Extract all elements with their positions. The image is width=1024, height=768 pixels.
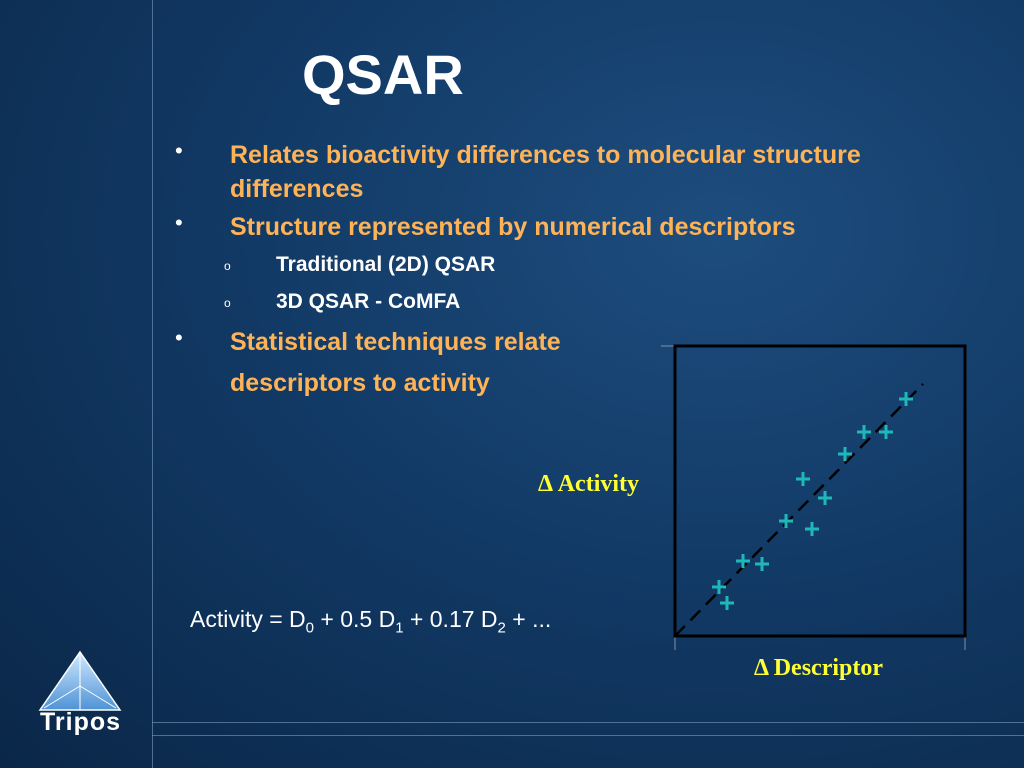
- data-point: [779, 514, 793, 528]
- tripos-pyramid-icon: [38, 650, 122, 711]
- equation-subscript: 0: [305, 619, 315, 637]
- bullet-marker: •: [175, 210, 183, 235]
- equation-subscript: 1: [395, 619, 404, 637]
- sub-bullet-marker: o: [224, 296, 231, 310]
- y-axis-label: Δ Activity: [538, 471, 640, 497]
- sub-bullet-text: Traditional (2D) QSAR: [276, 253, 496, 276]
- equation-part: + 0.17 D: [403, 606, 498, 632]
- data-point: [805, 522, 819, 536]
- data-point: [879, 425, 893, 439]
- equation-part: Activity = D: [190, 606, 306, 632]
- footer-divider-line-bottom: [152, 735, 1024, 736]
- slide-title: QSAR: [302, 43, 464, 106]
- data-point: [838, 447, 852, 461]
- trend-line: [674, 383, 924, 637]
- data-point: [796, 472, 810, 486]
- data-point: [712, 580, 726, 594]
- sub-bullet-text: 3D QSAR - CoMFA: [276, 290, 461, 313]
- left-divider-line: [152, 0, 153, 768]
- data-point: [736, 554, 750, 568]
- x-axis-label: Δ Descriptor: [754, 655, 884, 681]
- data-point: [818, 491, 832, 505]
- data-point: [857, 425, 871, 439]
- bullet-text: Relates bioactivity differences to molec…: [230, 141, 861, 203]
- data-points: [712, 392, 913, 610]
- equation-subscript: 2: [497, 619, 506, 637]
- bullet-text: descriptors to activity: [230, 369, 490, 397]
- bullet-marker: •: [175, 325, 183, 350]
- company-logo-text: Tripos: [40, 708, 122, 736]
- bullet-text: Statistical techniques relate: [230, 328, 561, 356]
- bullet-marker: •: [175, 138, 183, 163]
- plot-frame: [673, 344, 967, 638]
- regression-equation: Activity = D0 + 0.5 D1 + 0.17 D2 + ...: [190, 606, 551, 637]
- data-point: [899, 392, 913, 406]
- data-point: [755, 557, 769, 571]
- sub-bullet-marker: o: [224, 259, 231, 273]
- footer-divider-line-top: [152, 722, 1024, 723]
- equation-part: + 0.5 D: [314, 606, 396, 632]
- equation-part: + ...: [505, 606, 552, 632]
- data-point: [720, 596, 734, 610]
- descriptor-activity-plot: [661, 344, 967, 650]
- bullet-text: Structure represented by numerical descr…: [230, 213, 796, 241]
